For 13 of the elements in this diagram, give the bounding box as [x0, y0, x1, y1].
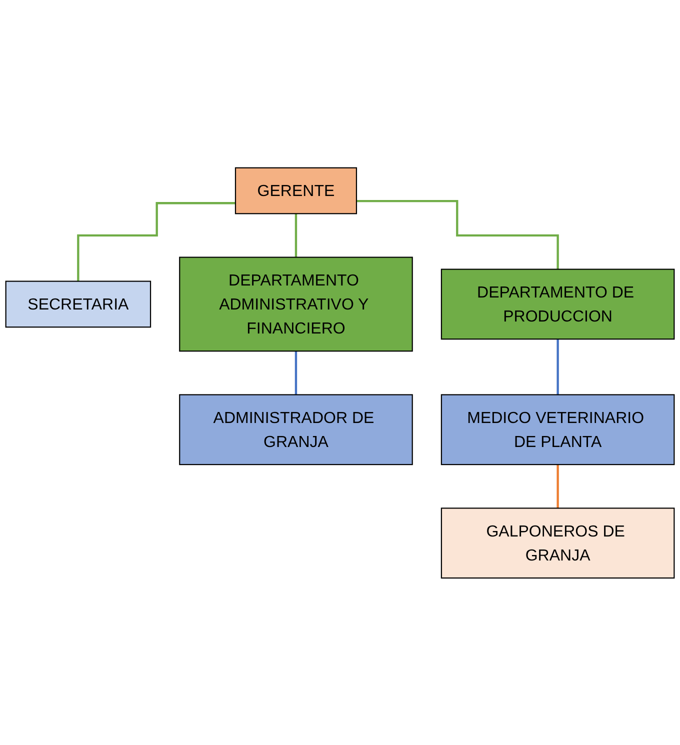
node-box: SECRETARIA: [5, 280, 152, 328]
node-box: GERENTE: [234, 166, 358, 214]
connector: [294, 212, 298, 258]
connector: [556, 338, 559, 396]
node-box: MEDICO VETERINARIO DE PLANTA: [440, 394, 675, 465]
node-box: DEPARTAMENTO ADMINISTRATIVO Y FINANCIERO: [179, 256, 413, 352]
connector: [356, 200, 559, 270]
connector: [77, 202, 236, 282]
connector: [556, 463, 559, 509]
node-box: ADMINISTRADOR DE GRANJA: [179, 394, 413, 465]
connector: [294, 350, 298, 396]
node-box: GALPONEROS DE GRANJA: [440, 507, 675, 578]
node-box: DEPARTAMENTO DE PRODUCCION: [440, 268, 675, 340]
